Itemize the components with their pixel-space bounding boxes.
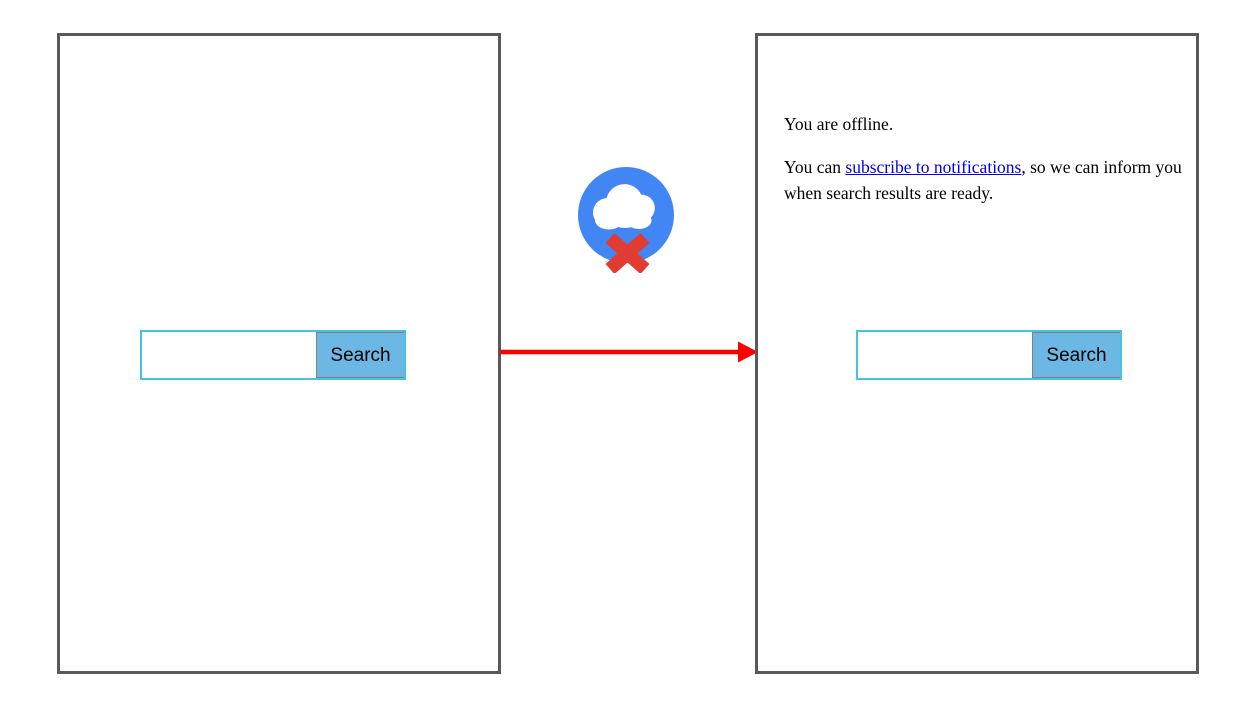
search-button[interactable]: Search — [316, 332, 404, 378]
search-widget-after[interactable]: Search — [856, 330, 1122, 380]
subscribe-line-prefix: You can — [784, 157, 846, 178]
red-x-mark — [605, 232, 650, 273]
offline-subscribe-line: You can subscribe to notifications, so w… — [784, 155, 1184, 206]
subscribe-to-notifications-link[interactable]: subscribe to notifications — [845, 157, 1022, 178]
right-arrow-icon — [500, 341, 758, 363]
panel-after: You are offline. You can subscribe to no… — [755, 33, 1199, 674]
panel-before: Search — [57, 33, 501, 674]
subscribe-line-suffix: , so we can inform you when search resul… — [784, 157, 1182, 203]
offline-cloud-badge — [575, 165, 680, 273]
offline-message: You are offline. You can subscribe to no… — [784, 112, 1184, 206]
flow-arrow — [500, 330, 758, 374]
offline-status-line: You are offline. — [784, 114, 894, 134]
search-widget-before[interactable]: Search — [140, 330, 406, 380]
search-button[interactable]: Search — [1032, 332, 1120, 378]
search-input[interactable] — [142, 332, 316, 378]
cloud-icon — [592, 184, 655, 230]
search-input[interactable] — [858, 332, 1032, 378]
